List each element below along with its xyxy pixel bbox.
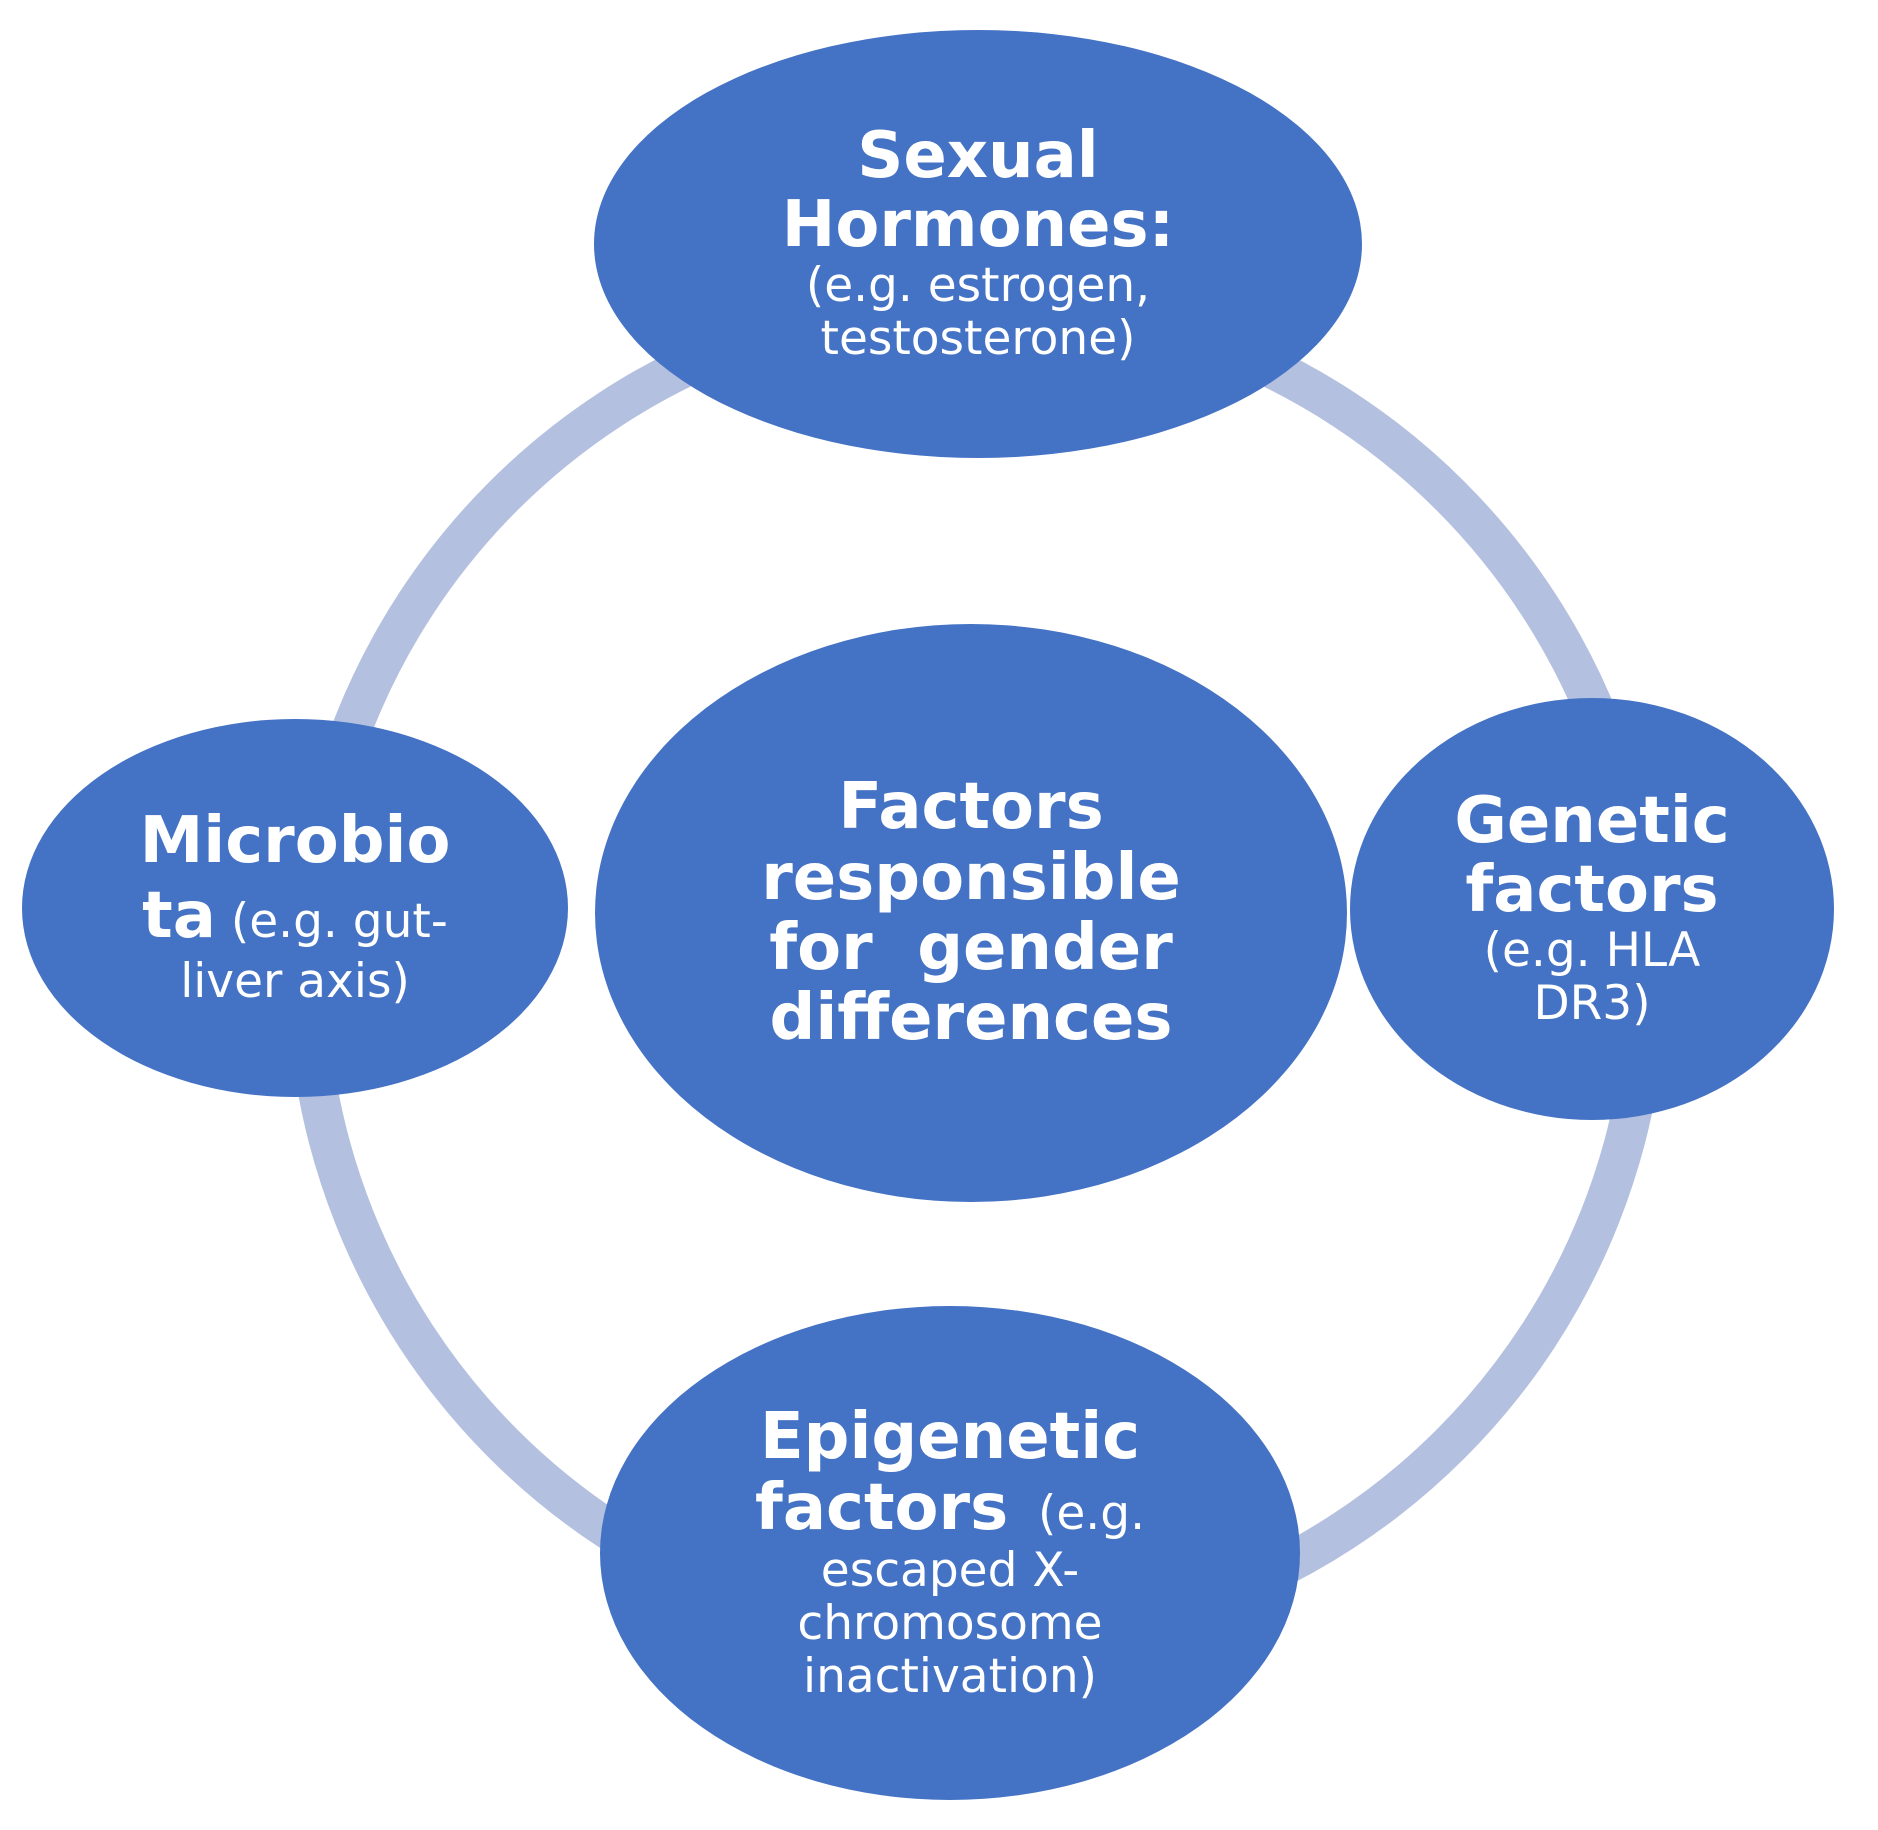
sexual-hormones-title-line-1: Sexual: [857, 119, 1099, 194]
microbiota-title-line: Microbio: [139, 804, 451, 879]
epigenetic-title-line: Epigenetic: [759, 1399, 1141, 1474]
node-microbiota: Microbio ta (e.g. gut- liver axis): [22, 719, 568, 1097]
center-line-4: differences: [769, 981, 1173, 1056]
genetic-title-line-2: factors: [1465, 853, 1719, 928]
epigenetic-detail-line-3: inactivation): [803, 1648, 1097, 1704]
epigenetic-detail-line-1: escaped X-: [820, 1543, 1080, 1599]
microbiota-inline-detail: (e.g. gut-: [215, 894, 448, 950]
center-line-3: for gender: [769, 911, 1173, 985]
sexual-hormones-title-line-2: Hormones:: [781, 188, 1175, 263]
microbiota-detail-line: liver axis): [180, 954, 410, 1010]
epigenetic-mixed-line: factors (e.g.: [754, 1470, 1146, 1546]
node-center-factors: Factors responsible for gender differenc…: [595, 624, 1347, 1202]
center-line-1: Factors: [838, 770, 1104, 845]
microbiota-title-part: ta: [142, 879, 216, 954]
epigenetic-title-part: factors: [754, 1470, 1009, 1545]
epigenetic-detail-line-2: chromosome: [797, 1596, 1103, 1652]
microbiota-mixed-line: ta (e.g. gut-: [142, 876, 448, 956]
center-line-2: responsible: [761, 840, 1181, 915]
genetic-detail-line-1: (e.g. HLA: [1483, 923, 1701, 979]
genetic-title-line-1: Genetic: [1454, 784, 1730, 859]
node-genetic-factors: Genetic factors (e.g. HLA DR3): [1350, 698, 1834, 1120]
sexual-hormones-detail-line-2: testosterone): [820, 311, 1136, 367]
epigenetic-inline-detail: (e.g.: [1008, 1485, 1146, 1541]
genetic-detail-line-2: DR3): [1533, 976, 1651, 1032]
sexual-hormones-detail-line-1: (e.g. estrogen,: [805, 258, 1151, 314]
node-sexual-hormones: Sexual Hormones: (e.g. estrogen, testost…: [594, 30, 1362, 458]
node-epigenetic-factors: Epigenetic factors (e.g. escaped X- chro…: [600, 1306, 1300, 1800]
